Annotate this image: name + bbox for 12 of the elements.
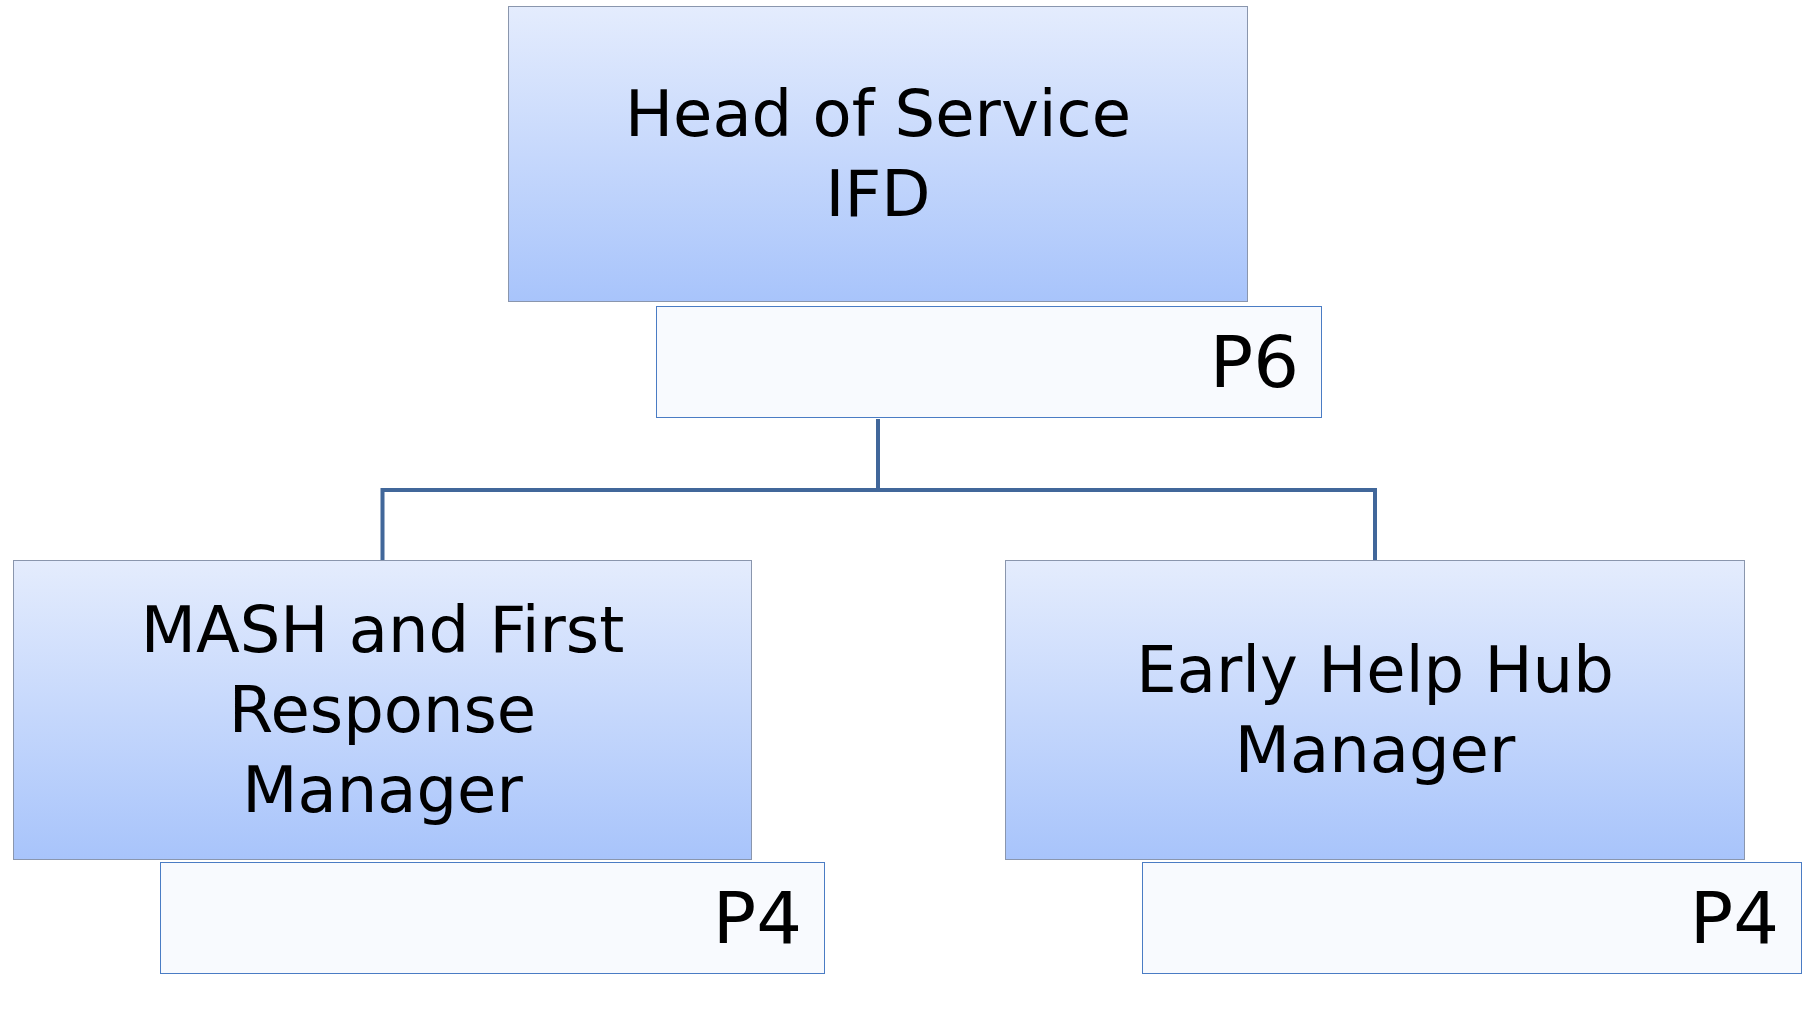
grade-box — [1142, 862, 1802, 974]
grade-label: P4 — [1689, 876, 1779, 960]
grade-label: P6 — [1209, 320, 1299, 404]
position-title: Early Help Hub Manager — [1135, 632, 1615, 789]
position-title: MASH and First Response Manager — [139, 592, 626, 829]
grade-box — [656, 306, 1322, 418]
position-title: Head of Service IFD — [623, 76, 1133, 233]
position-box — [1005, 560, 1745, 860]
position-box — [13, 560, 752, 860]
grade-box — [160, 862, 825, 974]
position-box — [508, 6, 1248, 302]
grade-label: P4 — [712, 876, 802, 960]
